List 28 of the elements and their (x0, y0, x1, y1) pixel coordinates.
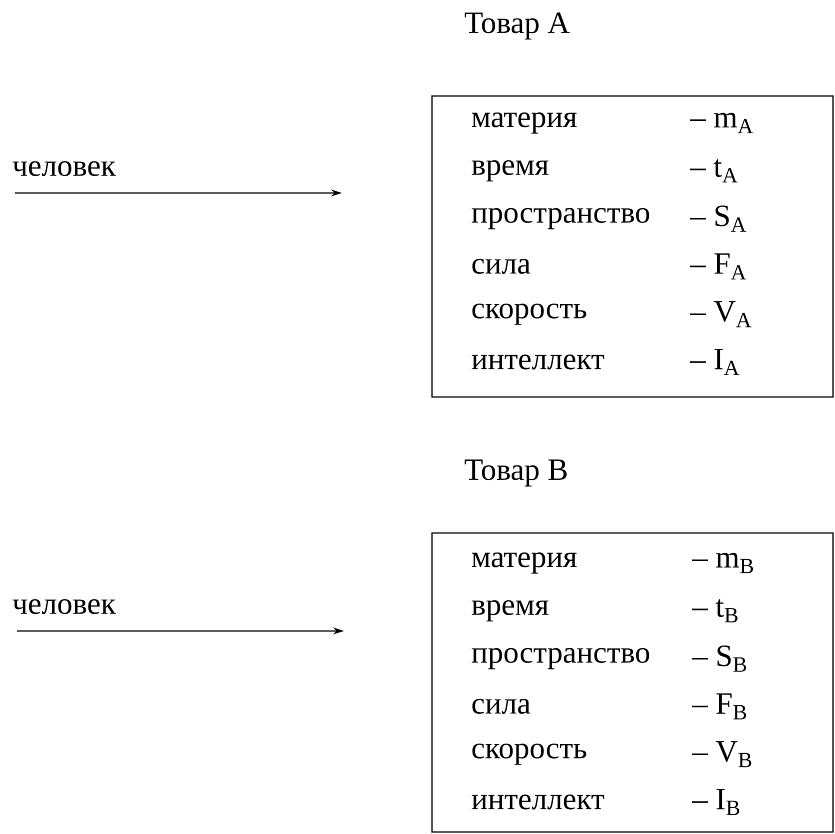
label-text: человек (12, 599, 116, 614)
quantity-symbol: – t$_{B}$ (692, 599, 738, 622)
quantity-name: время (472, 600, 548, 622)
quantity-symbol: – I$_{A}$ (690, 348, 740, 376)
quantity-name: материя (472, 552, 577, 574)
quantity-symbol: – m$_{B}$ (692, 552, 753, 574)
quantity-symbol: – F$_{A}$ (690, 253, 746, 280)
quantity-symbol: – m$_{A}$ (690, 112, 754, 134)
heading: Товар B (464, 460, 567, 486)
quantity-symbol: – S$_{B}$ (692, 645, 746, 672)
label-text: человек (12, 161, 116, 176)
quantity-symbol: – t$_{A}$ (690, 159, 738, 182)
quantity-name: сила (472, 698, 530, 714)
quantity-symbol: – F$_{B}$ (692, 693, 746, 720)
quantity-symbol: – S$_{A}$ (690, 205, 746, 232)
quantity-name: материя (472, 112, 577, 134)
quantity-name: скорость (472, 744, 586, 765)
quantity-name: время (472, 160, 548, 182)
quantity-name: интеллект (472, 794, 604, 810)
quantity-name: пространство (472, 648, 650, 670)
quantity-symbol: – I$_{B}$ (692, 788, 740, 815)
quantity-name: скорость (472, 304, 586, 325)
heading: Товар A (464, 12, 570, 40)
quantity-name: пространство (472, 208, 650, 230)
quantity-name: сила (472, 258, 530, 274)
quantity-name: интеллект (472, 354, 604, 370)
quantity-symbol: – V$_{B}$ (692, 741, 752, 768)
quantity-symbol: – V$_{A}$ (690, 301, 752, 328)
